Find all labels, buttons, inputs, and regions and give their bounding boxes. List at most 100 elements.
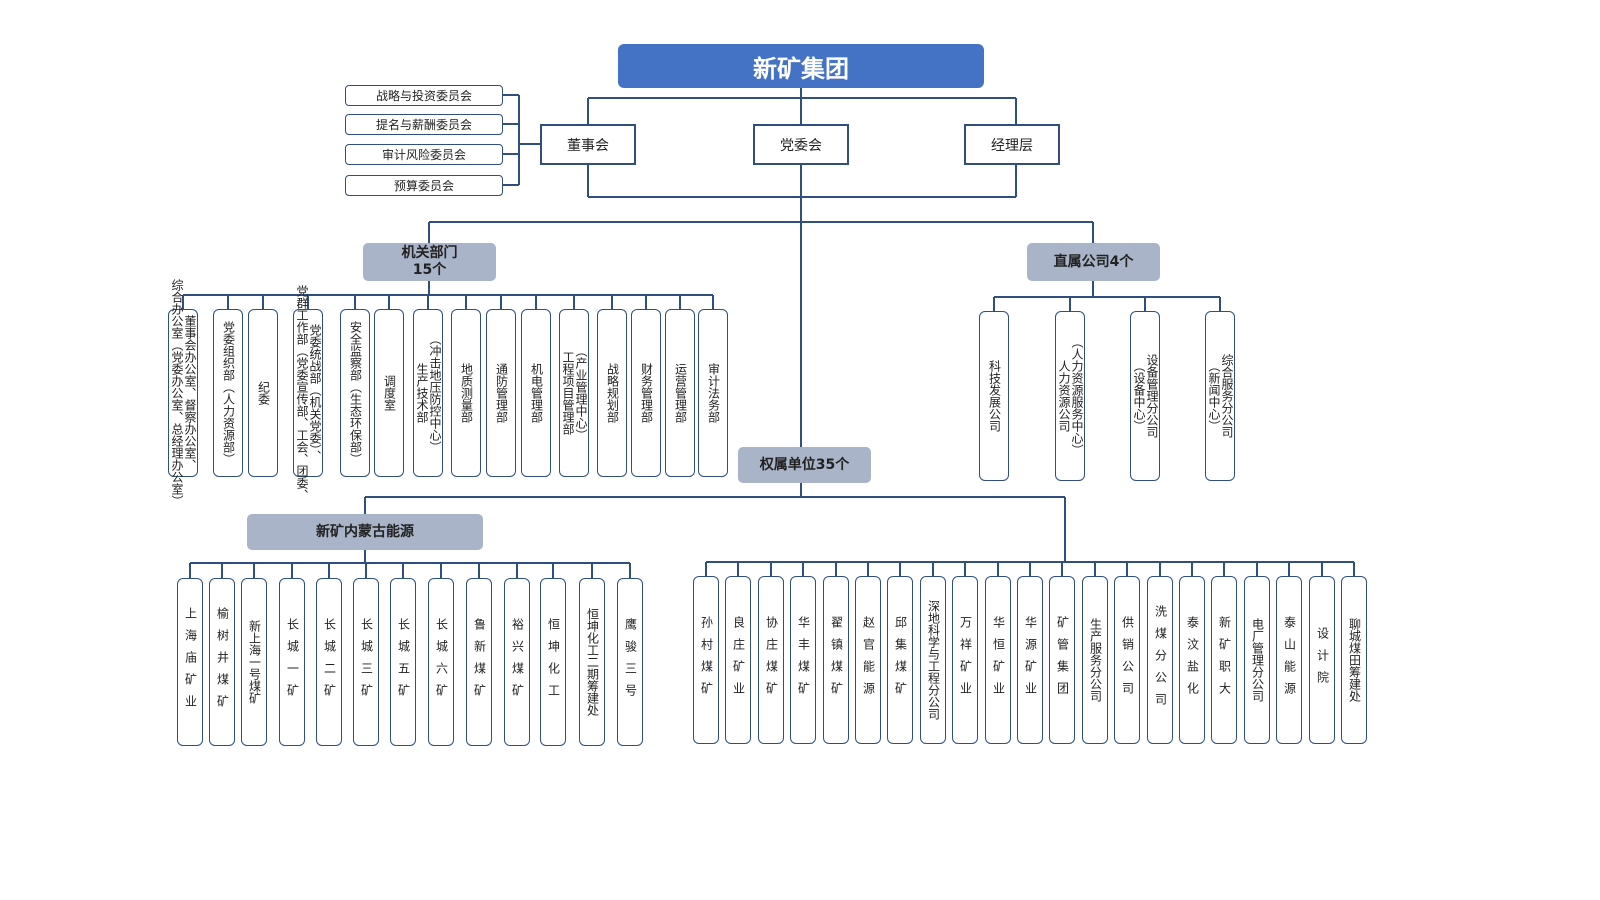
board-label: 董事会 bbox=[567, 137, 609, 154]
inner-mongolia-unit-box-label: 长城一矿 bbox=[285, 618, 300, 706]
root-node: 新矿集团 bbox=[618, 44, 984, 88]
department-box: 地质测量部 bbox=[451, 309, 481, 477]
direct-company-box-label: 综合服务分公司 bbox=[1220, 354, 1234, 438]
inner-mongolia-unit-box: 鲁新煤矿 bbox=[466, 578, 492, 746]
department-box-label: 党委统战部（机关党委）、 bbox=[308, 324, 322, 462]
department-box: 董事会办公室、督察办公室、综合办公室（党委办公室、总经理办公室） bbox=[168, 279, 198, 507]
department-box: 安全监察部（生态环保部） bbox=[340, 309, 370, 477]
department-box-label: 运营管理部 bbox=[673, 363, 688, 423]
subordinate-unit-box: 泰山能源 bbox=[1276, 576, 1302, 744]
group-label: 权属单位35个 bbox=[759, 456, 850, 473]
department-box-label: 党委组织部（人力资源部） bbox=[221, 321, 236, 465]
department-box-label: 通防管理部 bbox=[494, 363, 509, 423]
department-box: 运营管理部 bbox=[665, 309, 695, 477]
subordinate-unit-box: 孙村煤矿 bbox=[693, 576, 719, 744]
inner-mongolia-unit-box-label: 新上海一号煤矿 bbox=[247, 620, 262, 704]
department-box: 纪委 bbox=[248, 309, 278, 477]
group-subordinate-units: 权属单位35个 bbox=[738, 447, 871, 483]
subordinate-unit-box-label: 新矿职大 bbox=[1217, 616, 1232, 704]
subordinate-unit-box: 设计院 bbox=[1309, 576, 1335, 744]
inner-mongolia-unit-box: 恒坤化工二期筹建处 bbox=[579, 578, 605, 746]
department-box-label: 财务管理部 bbox=[639, 363, 654, 423]
subordinate-unit-box-label: 赵官能源 bbox=[861, 616, 876, 704]
department-box: 党委组织部（人力资源部） bbox=[213, 309, 243, 477]
direct-company-box-label: （新闻中心） bbox=[1207, 360, 1221, 432]
subordinate-unit-box: 邱集煤矿 bbox=[887, 576, 913, 744]
department-box-label: 生产技术部 bbox=[415, 363, 429, 423]
subordinate-unit-box-label: 华丰煤矿 bbox=[796, 616, 811, 704]
department-box: （产业管理中心）工程项目管理部 bbox=[559, 309, 589, 477]
department-box-label: 战略规划部 bbox=[605, 363, 620, 423]
subordinate-unit-box: 泰汶盐化 bbox=[1179, 576, 1205, 744]
department-box: 机电管理部 bbox=[521, 309, 551, 477]
direct-company-box: （人力资源服务中心）人力资源公司 bbox=[1055, 311, 1085, 481]
subordinate-unit-box-label: 华恒矿业 bbox=[991, 616, 1006, 704]
inner-mongolia-unit-box-label: 恒坤化工二期筹建处 bbox=[585, 608, 600, 716]
group-headquarters-departments: 机关部门 15个 bbox=[363, 243, 496, 281]
department-box-label: 纪委 bbox=[256, 381, 271, 405]
inner-mongolia-unit-box: 鹰骏三号 bbox=[617, 578, 643, 746]
committee-label: 预算委员会 bbox=[393, 179, 454, 193]
group-direct-companies: 直属公司4个 bbox=[1027, 243, 1160, 281]
direct-company-box: 设备管理分公司（设备中心） bbox=[1130, 311, 1160, 481]
committee-label: 审计风险委员会 bbox=[381, 148, 466, 162]
inner-mongolia-unit-box-label: 上海庙矿业 bbox=[183, 607, 198, 717]
committee-audit-risk: 审计风险委员会 bbox=[345, 144, 503, 165]
department-box-label: 机电管理部 bbox=[529, 363, 544, 423]
department-box: 战略规划部 bbox=[597, 309, 627, 477]
subordinate-unit-box-label: 万祥矿业 bbox=[958, 616, 973, 704]
direct-company-box-label: （人力资源服务中心） bbox=[1070, 336, 1084, 456]
inner-mongolia-unit-box-label: 榆树井煤矿 bbox=[215, 607, 230, 717]
management-label: 经理层 bbox=[991, 137, 1033, 154]
subordinate-unit-box-label: 孙村煤矿 bbox=[699, 616, 714, 704]
department-box-label: 党群工作部（党委宣传部、工会、团委、 bbox=[295, 285, 309, 501]
department-box: （冲击地压防控中心）生产技术部 bbox=[413, 309, 443, 477]
root-label: 新矿集团 bbox=[753, 54, 849, 83]
inner-mongolia-unit-box-label: 长城二矿 bbox=[322, 618, 337, 706]
inner-mongolia-unit-box: 恒坤化工 bbox=[540, 578, 566, 746]
inner-mongolia-unit-box-label: 长城五矿 bbox=[396, 618, 411, 706]
subordinate-unit-box-label: 泰山能源 bbox=[1282, 616, 1297, 704]
subordinate-unit-box-label: 协庄煤矿 bbox=[764, 616, 779, 704]
group-label: 机关部门 bbox=[401, 245, 458, 261]
department-box: 党委统战部（机关党委）、党群工作部（党委宣传部、工会、团委、 bbox=[293, 285, 323, 501]
subordinate-unit-box-label: 良庄矿业 bbox=[731, 616, 746, 704]
party-committee-node: 党委会 bbox=[753, 124, 849, 165]
inner-mongolia-unit-box-label: 鹰骏三号 bbox=[623, 618, 638, 706]
subordinate-unit-box: 赵官能源 bbox=[855, 576, 881, 744]
department-box-label: 董事会办公室、督察办公室、 bbox=[183, 315, 197, 471]
department-box-label: 安全监察部（生态环保部） bbox=[348, 321, 363, 465]
direct-company-box-label: 人力资源公司 bbox=[1057, 360, 1071, 432]
inner-mongolia-unit-box: 长城六矿 bbox=[428, 578, 454, 746]
inner-mongolia-unit-box: 长城三矿 bbox=[353, 578, 379, 746]
subordinate-unit-box: 协庄煤矿 bbox=[758, 576, 784, 744]
subordinate-unit-box-label: 洗煤分公司 bbox=[1153, 605, 1168, 715]
department-box-label: 工程项目管理部 bbox=[561, 351, 575, 435]
subordinate-unit-box-label: 设计院 bbox=[1315, 627, 1330, 693]
board-of-directors-node: 董事会 bbox=[540, 124, 636, 165]
subordinate-unit-box: 华源矿业 bbox=[1017, 576, 1043, 744]
group-inner-mongolia-energy: 新矿内蒙古能源 bbox=[247, 514, 483, 550]
department-box: 财务管理部 bbox=[631, 309, 661, 477]
inner-mongolia-unit-box: 裕兴煤矿 bbox=[504, 578, 530, 746]
department-box-label: 调度室 bbox=[382, 375, 397, 411]
subordinate-unit-box: 翟镇煤矿 bbox=[823, 576, 849, 744]
subordinate-unit-box: 新矿职大 bbox=[1211, 576, 1237, 744]
inner-mongolia-unit-box-label: 鲁新煤矿 bbox=[472, 618, 487, 706]
subordinate-unit-box: 聊城煤田筹建处 bbox=[1341, 576, 1367, 744]
subordinate-unit-box-label: 泰汶盐化 bbox=[1185, 616, 1200, 704]
inner-mongolia-unit-box: 榆树井煤矿 bbox=[209, 578, 235, 746]
subordinate-unit-box: 洗煤分公司 bbox=[1147, 576, 1173, 744]
group-count: 15个 bbox=[412, 262, 447, 278]
committee-strategy: 战略与投资委员会 bbox=[345, 85, 503, 106]
direct-company-box: 科技发展公司 bbox=[979, 311, 1009, 481]
subordinate-unit-box: 万祥矿业 bbox=[952, 576, 978, 744]
inner-mongolia-unit-box: 长城五矿 bbox=[390, 578, 416, 746]
subordinate-unit-box-label: 矿管集团 bbox=[1055, 616, 1070, 704]
inner-mongolia-unit-box-label: 长城三矿 bbox=[359, 618, 374, 706]
subordinate-unit-box-label: 深地科学与工程分公司 bbox=[926, 600, 941, 720]
group-label: 新矿内蒙古能源 bbox=[316, 523, 414, 540]
subordinate-unit-box: 华恒矿业 bbox=[985, 576, 1011, 744]
inner-mongolia-unit-box-label: 长城六矿 bbox=[434, 618, 449, 706]
